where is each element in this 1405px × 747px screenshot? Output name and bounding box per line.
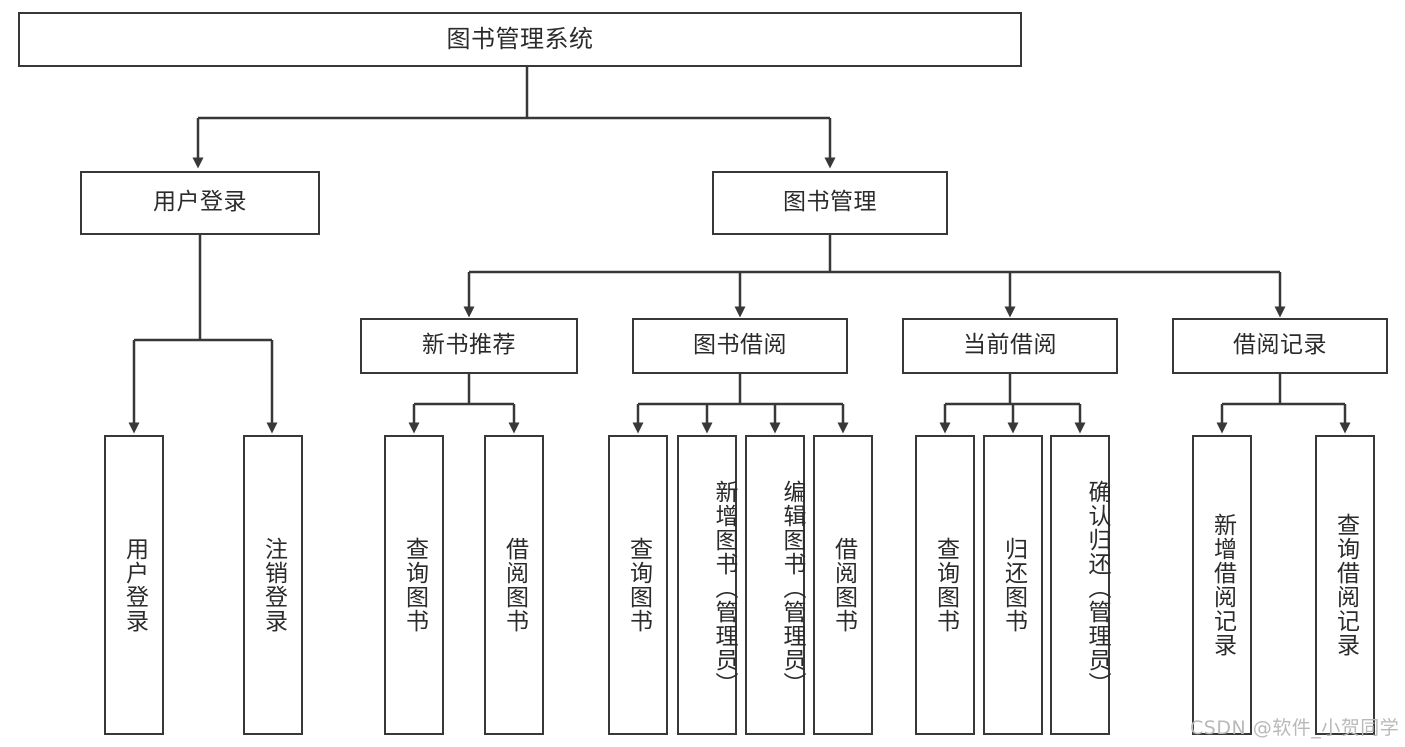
leaf-query-borrow-record[interactable]: 查询借阅记录 <box>1315 435 1375 735</box>
leaf-borrow-book[interactable]: 借阅图书 <box>813 435 873 735</box>
leaf-edit-book-admin[interactable]: 编辑图书（管理员） <box>745 435 805 735</box>
node-label: 图书管理 <box>783 189 877 216</box>
node-label: 新增借阅记录 <box>1209 513 1236 657</box>
leaf-confirm-return-admin[interactable]: 确认归还（管理员） <box>1050 435 1110 735</box>
node-user-login[interactable]: 用户登录 <box>80 171 320 235</box>
node-label: 注销登录 <box>260 537 287 633</box>
node-label: 查询图书 <box>401 537 428 633</box>
leaf-return-book[interactable]: 归还图书 <box>983 435 1043 735</box>
leaf-query-book-new[interactable]: 查询图书 <box>384 435 444 735</box>
leaf-add-borrow-record[interactable]: 新增借阅记录 <box>1192 435 1252 735</box>
node-label: 编辑图书（管理员） <box>779 480 805 696</box>
node-label: 当前借阅 <box>963 332 1057 359</box>
node-label: 新增图书（管理员） <box>711 480 737 696</box>
node-label: 图书管理系统 <box>446 25 594 54</box>
leaf-add-book-admin[interactable]: 新增图书（管理员） <box>677 435 737 735</box>
node-new-book-recommend[interactable]: 新书推荐 <box>360 318 578 374</box>
node-label: 查询图书 <box>932 537 959 633</box>
node-label: 借阅图书 <box>830 537 857 633</box>
node-label: 借阅图书 <box>501 537 528 633</box>
node-label: 查询图书 <box>625 537 652 633</box>
leaf-query-book-current[interactable]: 查询图书 <box>915 435 975 735</box>
node-root-system[interactable]: 图书管理系统 <box>18 12 1022 67</box>
node-label: 借阅记录 <box>1233 332 1327 359</box>
leaf-query-book-borrow[interactable]: 查询图书 <box>608 435 668 735</box>
node-label: 用户登录 <box>153 189 247 216</box>
node-borrow-records[interactable]: 借阅记录 <box>1172 318 1388 374</box>
node-label: 新书推荐 <box>422 332 516 359</box>
leaf-logout[interactable]: 注销登录 <box>243 435 303 735</box>
csdn-watermark: CSDN @软件_小贺同学 <box>1190 717 1400 739</box>
node-label: 确认归还（管理员） <box>1084 480 1110 696</box>
node-book-management[interactable]: 图书管理 <box>712 171 948 235</box>
node-label: 归还图书 <box>1000 537 1027 633</box>
leaf-user-login[interactable]: 用户登录 <box>104 435 164 735</box>
node-current-borrow[interactable]: 当前借阅 <box>902 318 1118 374</box>
node-book-borrow[interactable]: 图书借阅 <box>632 318 848 374</box>
node-label: 用户登录 <box>121 537 148 633</box>
node-label: 图书借阅 <box>693 332 787 359</box>
node-label: 查询借阅记录 <box>1332 513 1359 657</box>
leaf-borrow-book-new[interactable]: 借阅图书 <box>484 435 544 735</box>
